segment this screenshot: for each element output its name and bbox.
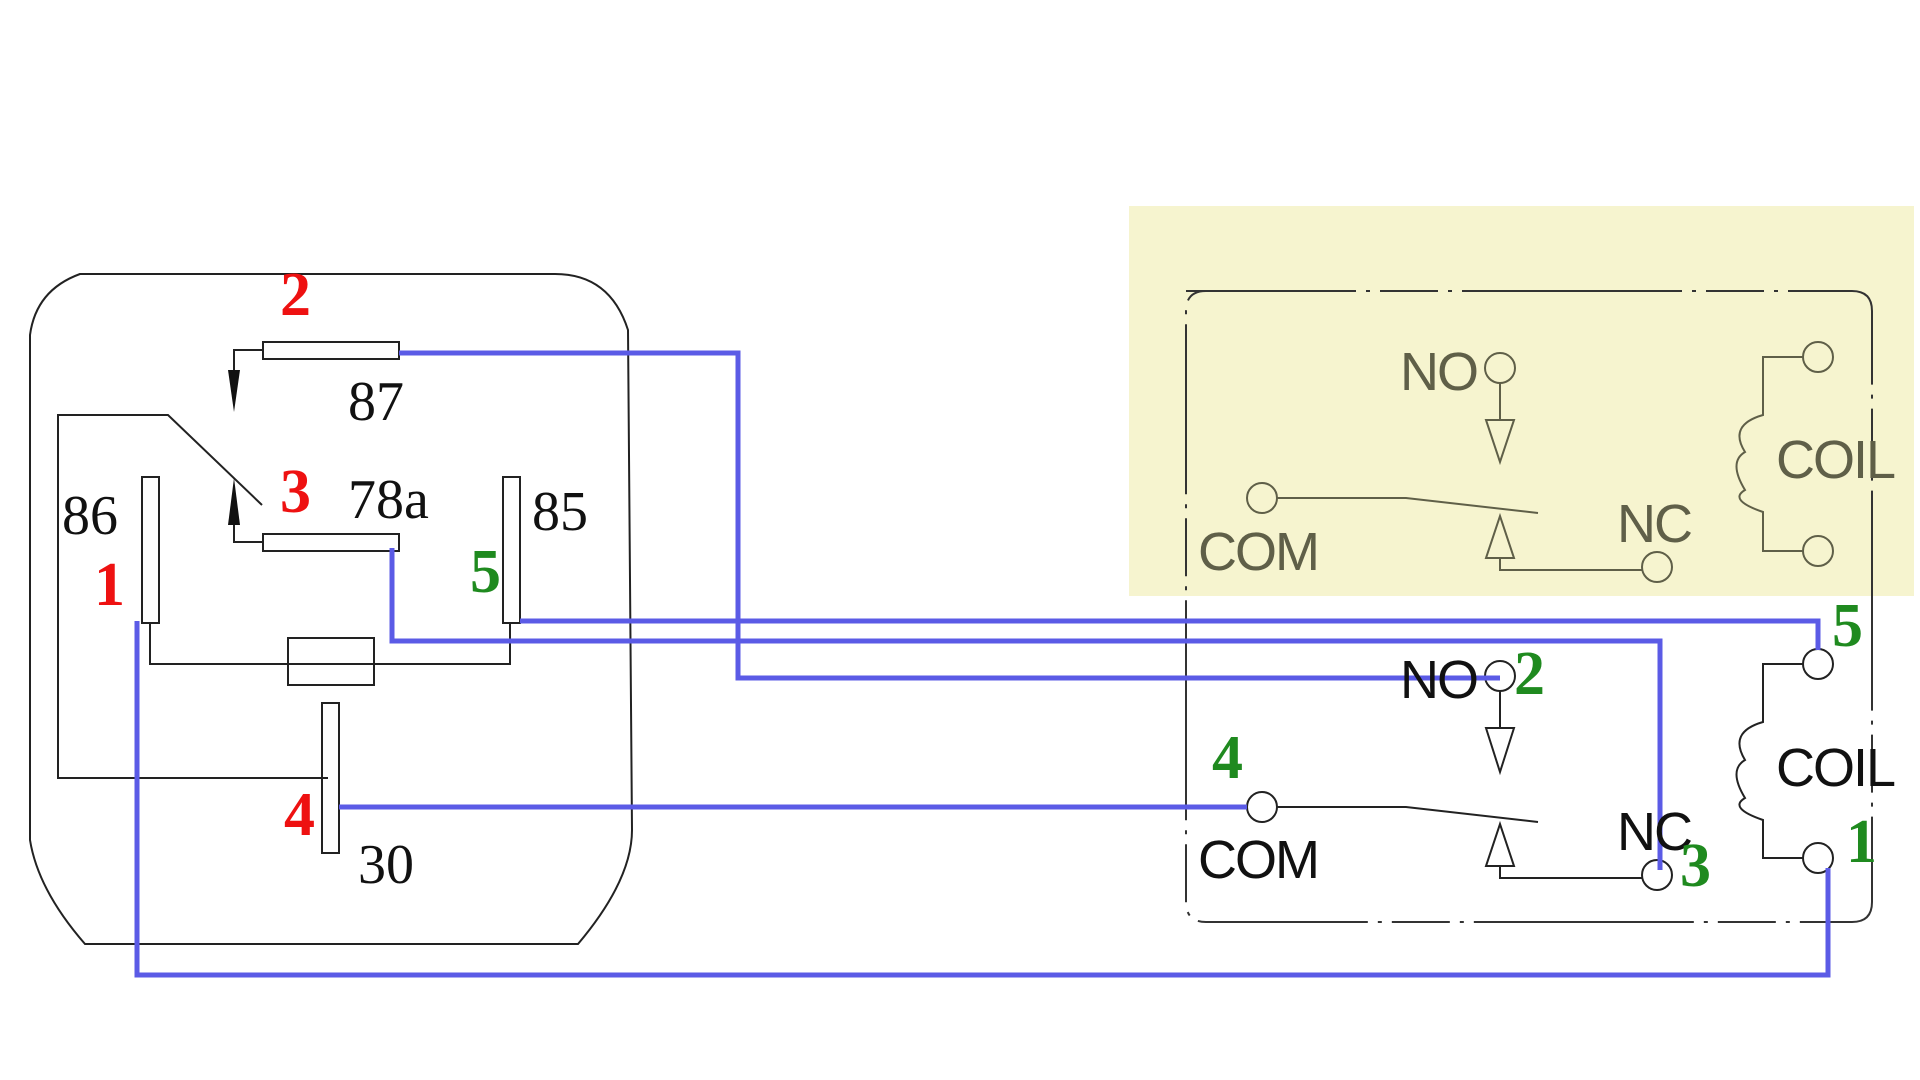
no-arrow-upper-icon <box>1484 419 1516 466</box>
terminal-87-blade <box>262 341 400 360</box>
no-label-upper: NO <box>1400 342 1477 402</box>
com-label-lower: COM <box>1198 830 1318 890</box>
wires <box>134 350 1831 978</box>
switch-blade-upper <box>1277 497 1539 514</box>
pin-number-com: 4 <box>1212 724 1243 792</box>
coil-block <box>287 637 375 686</box>
coil-winding-upper <box>1735 356 1803 552</box>
pin-number-coil-bottom: 1 <box>1846 808 1877 876</box>
pin-number-87: 2 <box>280 261 311 329</box>
pin-number-85: 5 <box>470 538 501 606</box>
no-label-lower: NO <box>1400 650 1477 710</box>
terminal-86-blade <box>141 476 160 624</box>
arrow-up-icon <box>228 478 240 525</box>
terminal-85-blade <box>502 476 521 624</box>
upper-switch <box>1246 341 1834 583</box>
highlight-panel <box>1129 206 1914 596</box>
no-arrow-lower-icon <box>1484 727 1516 776</box>
wire-85-to-coil <box>520 618 1821 650</box>
terminal-85-label: 85 <box>532 481 588 543</box>
terminal-87-label: 87 <box>348 371 404 433</box>
coil-label-lower: COIL <box>1776 738 1895 798</box>
schematic-outline <box>1185 290 1873 923</box>
wire-78a-to-nc <box>389 548 1663 870</box>
pin-number-86: 1 <box>94 551 125 619</box>
nc-lead-upper <box>1499 558 1642 571</box>
com-contact-lower <box>1246 791 1278 823</box>
terminal-30-blade <box>321 702 340 854</box>
terminal-30-label: 30 <box>358 834 414 896</box>
terminal-78a-label: 78a <box>348 469 429 531</box>
pin-number-78a: 3 <box>280 458 311 526</box>
wire-86-to-coil <box>134 621 1831 978</box>
wire-87-to-no <box>399 350 1500 681</box>
nc-contact-upper <box>1641 551 1673 583</box>
armature-line <box>57 414 328 779</box>
pin-number-coil-top: 5 <box>1832 592 1863 660</box>
com-label-upper: COM <box>1198 522 1318 582</box>
relay-housing <box>29 273 634 945</box>
relay-schematic <box>1185 290 1873 923</box>
lower-switch <box>1246 648 1834 891</box>
nc-arrow-lower-icon <box>1484 820 1516 867</box>
pin-number-nc: 3 <box>1680 832 1711 900</box>
terminal-86-label: 86 <box>62 485 118 547</box>
arrow-down-icon <box>228 370 240 412</box>
automotive-relay <box>29 273 634 945</box>
switch-blade-lower <box>1277 806 1539 823</box>
terminal-78a-blade <box>262 533 400 552</box>
coil-label-upper: COIL <box>1776 430 1895 490</box>
nc-label-upper: NC <box>1617 494 1691 554</box>
nc-contact-lower <box>1641 859 1673 891</box>
nc-label-lower: NC <box>1617 802 1691 862</box>
pin-number-no: 2 <box>1514 640 1545 708</box>
coil-winding-lower <box>1735 663 1803 859</box>
coil-terminal-lower-a <box>1802 648 1834 680</box>
nc-lead-lower <box>1499 866 1642 879</box>
pin-number-30: 4 <box>284 781 315 849</box>
